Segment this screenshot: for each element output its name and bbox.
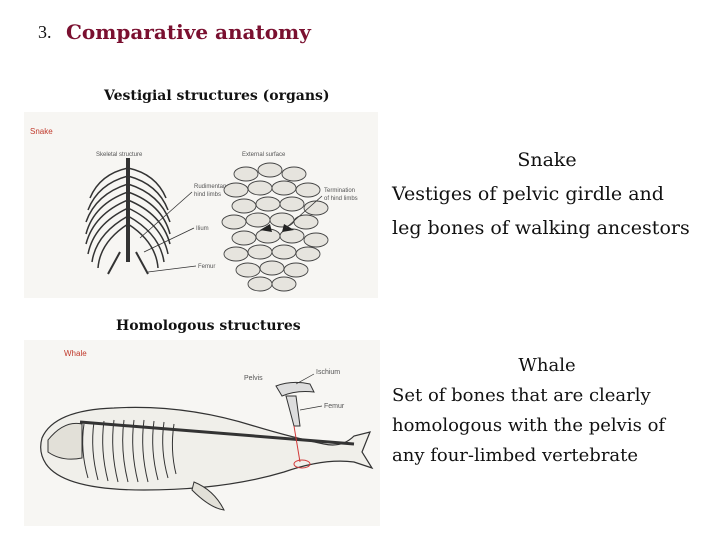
whale-caption: Whale Set of bones that are clearly homo…: [392, 351, 702, 471]
slide-title: Comparative anatomy: [66, 20, 311, 44]
ischium-label: Ischium: [316, 369, 340, 376]
snake-caption-line1: Vestiges of pelvic girdle and: [392, 183, 664, 205]
snake-illustration: Snake Skeletal structure External surfac…: [30, 127, 358, 292]
snake-caption-line2: leg bones of walking ancestors: [392, 217, 690, 239]
termination-label-2: of hind limbs: [324, 196, 358, 202]
whale-caption-line1: Set of bones that are clearly: [392, 385, 651, 406]
pelvis-detail: [275, 381, 315, 427]
femur-label: Femur: [198, 264, 215, 270]
whale-tag: Whale: [64, 349, 87, 358]
snake-caption: Snake Vestiges of pelvic girdle and leg …: [392, 143, 702, 245]
whale-spine: [79, 420, 355, 446]
snake-tag: Snake: [30, 127, 53, 136]
whale-illustration: Whale Ischium Pelvis Femur: [40, 349, 374, 511]
whale-body: [40, 406, 374, 491]
whale-skull: [47, 422, 83, 460]
whale-caption-heading: Whale: [518, 355, 576, 376]
ilium-label: Ilium: [196, 226, 209, 232]
termination-label-1: Termination: [324, 188, 355, 194]
whale-figure: Whale Ischium Pelvis Femur: [24, 340, 380, 526]
snake-caption-heading: Snake: [517, 149, 577, 171]
snake-figure: Snake Skeletal structure External surfac…: [24, 112, 378, 298]
pelvis-label: Pelvis: [244, 375, 263, 382]
whale-ribs: [82, 419, 177, 483]
slide-number: 3.: [38, 22, 52, 42]
whale-caption-line3: any four-limbed vertebrate: [392, 445, 639, 466]
rudimentary-label-1: Rudimentary: [194, 184, 228, 190]
snake-spurs: [260, 224, 294, 232]
rudimentary-label-2: hind limbs: [194, 192, 221, 198]
vestigial-heading: Vestigial structures (organs): [104, 88, 330, 104]
snake-skeleton: [85, 158, 197, 275]
homologous-heading: Homologous structures: [116, 318, 301, 334]
whale-caption-line2: homologous with the pelvis of: [392, 415, 666, 436]
whale-flipper: [191, 481, 225, 511]
femur-label-whale: Femur: [324, 403, 345, 410]
external-label: External surface: [242, 152, 286, 158]
skeleton-label: Skeletal structure: [96, 152, 143, 158]
snake-scales: [221, 162, 329, 292]
pelvis-pointer: [293, 425, 311, 469]
